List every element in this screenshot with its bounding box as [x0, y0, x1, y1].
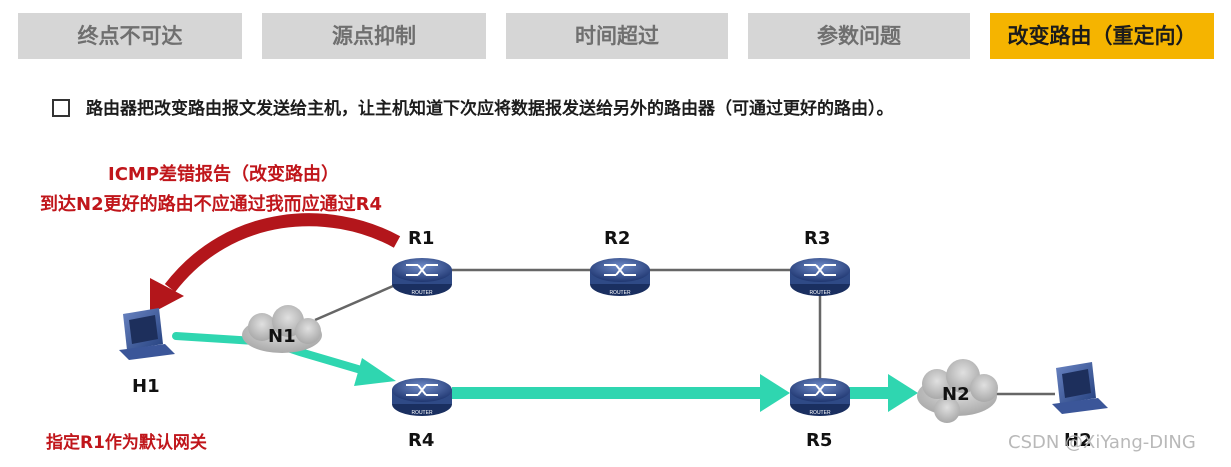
default-gateway-note: 指定R1作为默认网关: [46, 433, 207, 453]
router-r3-icon: ROUTER: [790, 258, 850, 296]
label-r3: R3: [804, 228, 831, 249]
checkbox-icon: [52, 99, 70, 117]
tab-destination-unreachable[interactable]: 终点不可达: [18, 13, 242, 59]
router-r4-icon: ROUTER: [392, 378, 452, 416]
tab-source-quench[interactable]: 源点抑制: [262, 13, 486, 59]
arrowhead-to-n2: [888, 374, 918, 412]
svg-text:ROUTER: ROUTER: [809, 410, 831, 416]
arrowhead-to-r5: [760, 374, 790, 412]
label-h2: H2: [1064, 430, 1092, 451]
bullet-point: 路由器把改变路由报文发送给主机，让主机知道下次应将数据报发送给另外的路由器（可通…: [52, 95, 1222, 123]
label-n1: N1: [268, 326, 296, 347]
path-r5-n2: [846, 387, 896, 399]
redirect-arrow: [150, 213, 401, 314]
watermark: CSDN @XiYang-DING: [1008, 432, 1196, 453]
arrowhead-to-r4: [354, 358, 396, 386]
tab-time-exceeded[interactable]: 时间超过: [506, 13, 728, 59]
svg-text:ROUTER: ROUTER: [809, 290, 831, 296]
tab-parameter-problem[interactable]: 参数问题: [748, 13, 970, 59]
label-r1: R1: [408, 228, 435, 249]
host-h2-computer-icon: [1052, 362, 1108, 414]
link-n1-r1: [314, 281, 401, 322]
bullet-text: 路由器把改变路由报文发送给主机，让主机知道下次应将数据报发送给另外的路由器（可通…: [86, 99, 894, 119]
svg-text:ROUTER: ROUTER: [609, 290, 631, 296]
router-r2-icon: ROUTER: [590, 258, 650, 296]
label-r4: R4: [408, 430, 435, 451]
network-links: [314, 268, 1055, 396]
label-r2: R2: [604, 228, 631, 249]
icmp-report-detail: 到达N2更好的路由不应通过我而应通过R4: [40, 194, 382, 215]
svg-text:ROUTER: ROUTER: [411, 290, 433, 296]
host-h1-computer-icon: [119, 308, 175, 360]
cloud-n1-icon: [242, 305, 322, 353]
icmp-report-title: ICMP差错报告（改变路由）: [108, 164, 340, 185]
label-h1: H1: [132, 376, 160, 397]
label-n2: N2: [942, 384, 970, 405]
svg-text:ROUTER: ROUTER: [411, 410, 433, 416]
tab-bar: 终点不可达 源点抑制 时间超过 参数问题 改变路由（重定向）: [0, 0, 1231, 70]
label-r5: R5: [806, 430, 833, 451]
router-r1-icon: ROUTER: [392, 258, 452, 296]
cloud-n2-icon: [917, 359, 998, 423]
path-r4-r5: [452, 387, 764, 399]
tab-redirect[interactable]: 改变路由（重定向）: [990, 13, 1214, 59]
router-r5-icon: ROUTER: [790, 378, 850, 416]
